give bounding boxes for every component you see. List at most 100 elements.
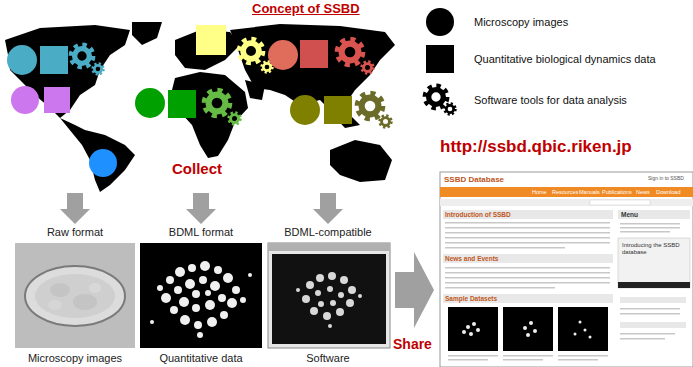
- data-symbols: [72, 46, 93, 67]
- quantitative-data-image: [227, 298, 237, 308]
- website-screenshot: [533, 329, 537, 333]
- microscopy-image: [48, 300, 62, 310]
- website-screenshot: [523, 326, 527, 330]
- down-arrows: [186, 193, 216, 224]
- data-symbols: [268, 40, 298, 70]
- website-screenshot: [620, 313, 680, 315]
- software-screenshot-image: [358, 294, 362, 298]
- quantitative-data-image: [150, 320, 154, 324]
- share-arrow: [395, 252, 434, 328]
- software-screenshot-image: [327, 286, 333, 292]
- data-symbols: [358, 94, 382, 118]
- share-arrow: [395, 252, 434, 328]
- collect-label: Collect: [170, 160, 224, 177]
- quantitative-data-image: [188, 264, 196, 272]
- quantitative-data-image: [157, 285, 163, 291]
- software-screenshot-image: [318, 301, 324, 307]
- website-screenshot: [618, 238, 690, 288]
- website-screenshot: [620, 308, 680, 310]
- quantitative-data-image: [161, 293, 171, 303]
- quantitative-data-image: [205, 300, 215, 310]
- website-screenshot: [443, 254, 613, 263]
- data-symbols: [380, 116, 391, 127]
- data-panel: Raw formatMicroscopy images: [12, 226, 138, 365]
- website-screenshot: [620, 338, 665, 340]
- quantitative-data-image: [197, 332, 203, 338]
- microscopy-image: [35, 274, 115, 318]
- website-screenshot: [462, 321, 592, 339]
- screenshot-text: Sample Datasets: [445, 295, 497, 302]
- website-screenshot: [448, 359, 488, 361]
- quantitative-data-image: [180, 315, 190, 325]
- world-map: [132, 22, 162, 45]
- software-screenshot-image: [296, 288, 300, 292]
- quantitative-data-image: [192, 290, 200, 298]
- legend-text: Quantitative biological dynamics data: [474, 41, 656, 77]
- quantitative-data-image: [166, 276, 174, 284]
- website-screenshot: [443, 210, 613, 219]
- data-symbols: [44, 87, 70, 113]
- screenshot-text: SSBD Database: [444, 175, 504, 184]
- website-screenshot: [476, 328, 480, 332]
- legend-sample: [422, 4, 458, 40]
- website-screenshot: [620, 322, 686, 328]
- website-screenshot: [558, 359, 598, 361]
- website-screenshot: [440, 199, 693, 206]
- world-map: [5, 22, 395, 192]
- software-screenshot-image: [310, 307, 318, 315]
- quantitative-data-image: [192, 304, 200, 312]
- software-screenshot-image: [306, 281, 314, 289]
- website-screenshot: [445, 222, 610, 249]
- website-screenshot: [469, 332, 473, 336]
- data-symbols: [168, 90, 196, 118]
- software-screenshot-image: [315, 290, 321, 296]
- software-screenshot-image: [348, 286, 356, 294]
- microscopy-image: [73, 294, 97, 310]
- data-symbols: [7, 25, 391, 177]
- data-panel: BDML formatQuantitative data: [139, 226, 263, 365]
- quantitative-data-image: [205, 290, 211, 296]
- screenshot-text: Download: [656, 189, 680, 195]
- quantitative-data-image: [199, 276, 207, 284]
- data-symbols: [11, 86, 39, 114]
- quantitative-data-image: [200, 261, 210, 271]
- data-symbols: [135, 88, 165, 118]
- website-screenshot: [445, 267, 610, 269]
- website-screenshot: [579, 321, 582, 324]
- website-screenshot: [526, 333, 530, 337]
- diagram-title: Concept of SSBD: [252, 2, 360, 17]
- website-screenshot: SSBD DatabaseSign in to SSBDHomeResource…: [440, 172, 693, 367]
- website-screenshot: [445, 232, 610, 234]
- software-screenshot-image: [330, 300, 336, 306]
- website-screenshot: [620, 297, 686, 303]
- quantitative-data-image: [174, 286, 182, 294]
- screenshot-text: News: [636, 189, 650, 195]
- square-symbol: [426, 45, 454, 73]
- format-heading: BDML format: [169, 226, 233, 239]
- panel-caption: Software: [306, 352, 349, 365]
- quantitative-data-image: [140, 243, 262, 348]
- data-symbols: [7, 45, 37, 75]
- website-screenshot: [466, 325, 470, 329]
- website-screenshot: [445, 222, 610, 224]
- quantitative-data-image: [214, 266, 222, 274]
- data-symbols: [362, 62, 373, 73]
- down-arrows: [313, 193, 343, 224]
- microscopy-image: [25, 266, 125, 326]
- screenshot-text: Menu: [621, 211, 638, 218]
- world-map: [330, 140, 392, 182]
- website-screenshot: [445, 242, 610, 244]
- software-screenshot-image: [328, 272, 336, 280]
- quantitative-data-image: [185, 279, 195, 289]
- data-symbols: [338, 40, 362, 64]
- software-screenshot-image: [296, 272, 362, 328]
- panel-caption: Quantitative data: [159, 352, 242, 365]
- microscopy-image: [15, 243, 135, 348]
- quantitative-data-image: [179, 297, 189, 307]
- website-screenshot: [584, 329, 587, 332]
- screenshot-text: Home: [532, 189, 547, 195]
- website-screenshot: [558, 355, 608, 357]
- data-panel: BDML-compatibleSoftware: [264, 226, 392, 365]
- software-screenshot-image: [340, 276, 348, 284]
- software-screenshot-image: [328, 324, 332, 328]
